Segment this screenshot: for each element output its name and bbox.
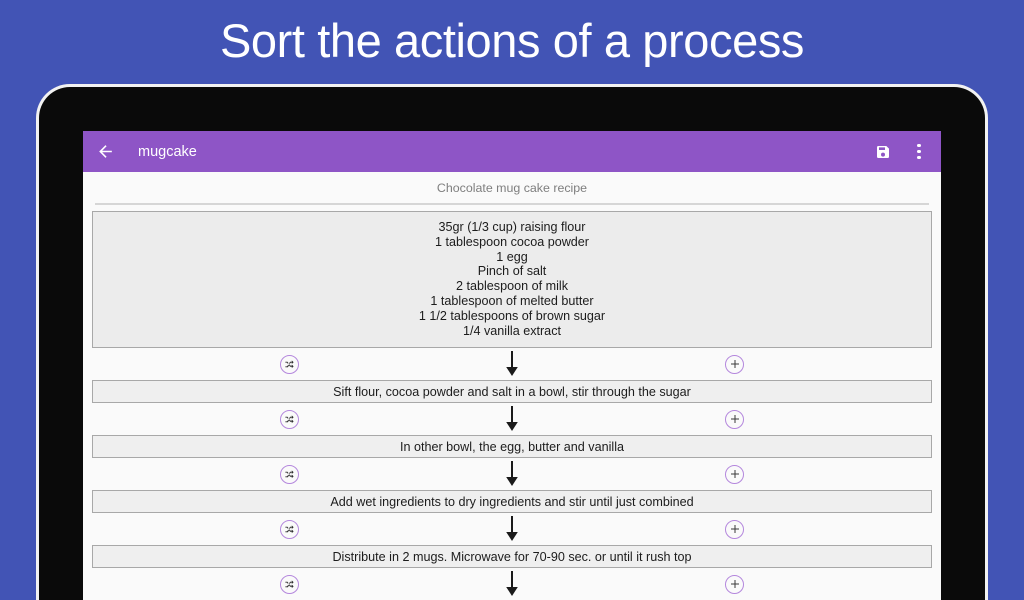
overflow-menu-icon[interactable] bbox=[910, 141, 928, 163]
shuffle-icon[interactable] bbox=[280, 519, 299, 539]
connector-row bbox=[92, 513, 932, 545]
ingredient-line: 35gr (1/3 cup) raising flour bbox=[438, 220, 586, 234]
arrow-down-icon bbox=[504, 350, 520, 378]
connector-row bbox=[92, 568, 932, 600]
save-floppy-icon[interactable] bbox=[872, 141, 894, 163]
step-row[interactable]: Sift flour, cocoa powder and salt in a b… bbox=[92, 380, 932, 404]
ingredient-line: 1 tablespoon of melted butter bbox=[430, 293, 594, 308]
step-row[interactable]: Distribute in 2 mugs. Microwave for 70-9… bbox=[92, 545, 932, 569]
shuffle-icon[interactable] bbox=[280, 354, 299, 374]
arrow-down-icon bbox=[504, 460, 520, 488]
step-text: Distribute in 2 mugs. Microwave for 70-9… bbox=[332, 549, 692, 564]
back-arrow-icon[interactable] bbox=[92, 139, 118, 165]
add-step-icon[interactable] bbox=[725, 574, 744, 594]
ingredient-line: 1 1/2 tablespoons of brown sugar bbox=[418, 308, 606, 323]
step-row[interactable]: Add wet ingredients to dry ingredients a… bbox=[92, 490, 932, 514]
app-bar: mugcake bbox=[83, 131, 941, 172]
device-screen: mugcake Chocolate mug cake recipe 35gr (… bbox=[83, 131, 941, 600]
arrow-down-icon bbox=[504, 570, 520, 598]
arrow-down-icon bbox=[504, 405, 520, 433]
step-row[interactable]: In other bowl, the egg, butter and vanil… bbox=[92, 435, 932, 459]
shuffle-icon[interactable] bbox=[280, 464, 299, 484]
ingredient-line: 1 tablespoon cocoa powder bbox=[434, 234, 590, 249]
ingredients-panel[interactable]: 35gr (1/3 cup) raising flour 1 tablespoo… bbox=[92, 211, 932, 349]
ingredient-line: Pinch of salt bbox=[477, 264, 547, 279]
step-text: In other bowl, the egg, butter and vanil… bbox=[399, 439, 625, 454]
tablet-device-frame: mugcake Chocolate mug cake recipe 35gr (… bbox=[36, 84, 988, 600]
ingredient-line: 1/4 vanilla extract bbox=[462, 323, 561, 338]
promo-headline: Sort the actions of a process bbox=[219, 14, 805, 67]
add-step-icon[interactable] bbox=[725, 464, 744, 484]
connector-row bbox=[92, 403, 932, 435]
add-step-icon[interactable] bbox=[725, 519, 744, 539]
recipe-subtitle: Chocolate mug cake recipe bbox=[436, 181, 588, 195]
app-bar-title: mugcake bbox=[138, 143, 197, 160]
subtitle-divider bbox=[95, 203, 929, 205]
step-text: Sift flour, cocoa powder and salt in a b… bbox=[333, 384, 691, 399]
shuffle-icon[interactable] bbox=[280, 574, 299, 594]
connector-row bbox=[92, 458, 932, 490]
add-step-icon[interactable] bbox=[725, 409, 744, 429]
step-text: Add wet ingredients to dry ingredients a… bbox=[330, 494, 694, 509]
recipe-content: Chocolate mug cake recipe 35gr (1/3 cup)… bbox=[83, 172, 941, 600]
ingredient-line: 1 egg bbox=[496, 249, 528, 264]
add-step-icon[interactable] bbox=[725, 354, 744, 374]
shuffle-icon[interactable] bbox=[280, 409, 299, 429]
connector-row bbox=[92, 348, 932, 380]
ingredient-line: 2 tablespoon of milk bbox=[455, 279, 568, 294]
arrow-down-icon bbox=[504, 515, 520, 543]
